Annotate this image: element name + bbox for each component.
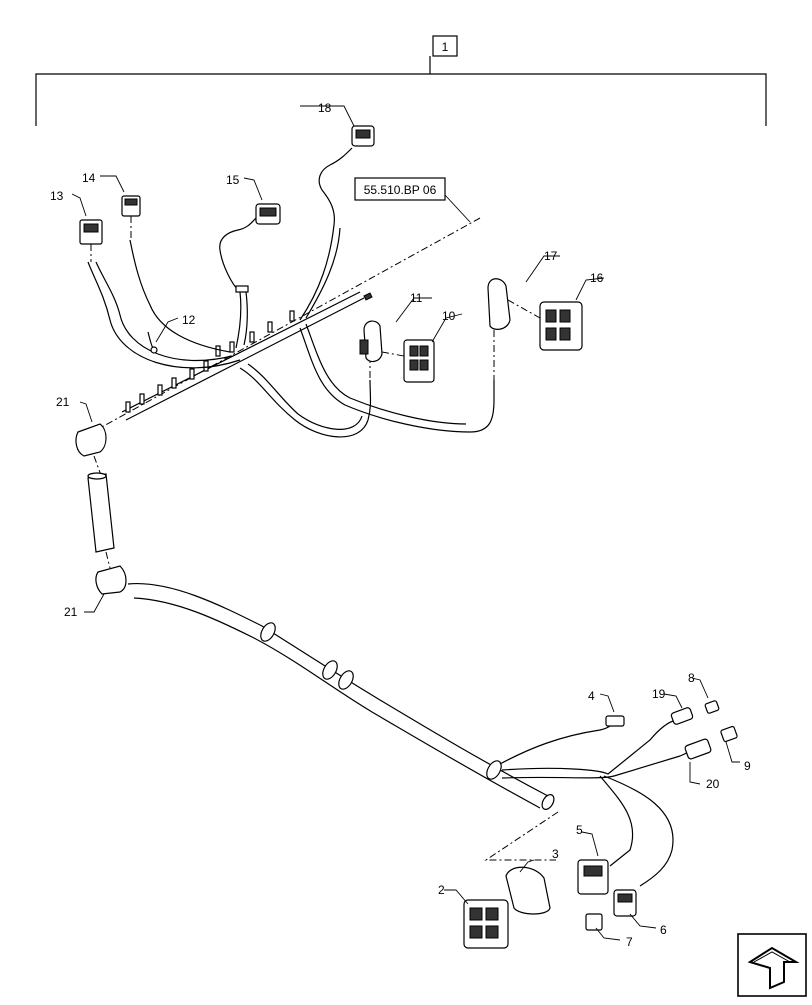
callout-18[interactable]: 18 <box>318 101 332 115</box>
assembly-bracket: 1 <box>35 35 767 126</box>
callout-2[interactable]: 2 <box>438 883 445 897</box>
leader-lines <box>71 105 740 941</box>
assembly-item-number: 1 <box>442 40 449 54</box>
callout-11[interactable]: 11 <box>410 291 423 305</box>
connector-18[interactable] <box>351 125 375 147</box>
callout-3[interactable]: 3 <box>552 847 559 861</box>
harness-stubs <box>125 310 295 413</box>
connector-19[interactable] <box>670 707 694 725</box>
connector-14[interactable] <box>121 195 141 240</box>
connector-7[interactable] <box>585 913 603 931</box>
callout-16[interactable]: 16 <box>590 271 604 285</box>
callout-21-lower[interactable]: 21 <box>64 605 78 619</box>
connector-15[interactable] <box>255 203 281 225</box>
grommet-21-upper[interactable] <box>75 423 107 457</box>
reference-link[interactable]: 55.510.BP 06 <box>354 177 471 223</box>
callout-10[interactable]: 10 <box>442 309 456 323</box>
callout-5[interactable]: 5 <box>576 823 583 837</box>
callout-15[interactable]: 15 <box>226 173 240 187</box>
upper-harness <box>87 147 495 438</box>
callout-13[interactable]: 13 <box>50 189 64 203</box>
connector-6[interactable] <box>613 889 637 917</box>
callout-8[interactable]: 8 <box>688 671 695 685</box>
connector-2[interactable] <box>463 899 509 949</box>
callout-7[interactable]: 7 <box>626 935 633 949</box>
lower-harness <box>127 582 701 887</box>
connector-16[interactable] <box>507 299 583 351</box>
connector-13[interactable] <box>79 219 103 262</box>
callout-17[interactable]: 17 <box>544 249 558 263</box>
grommet-21-lower[interactable] <box>95 565 127 595</box>
callouts: 2 3 4 5 6 7 8 9 10 11 12 13 14 15 16 17 … <box>50 101 751 949</box>
callout-4[interactable]: 4 <box>588 689 595 703</box>
connector-2-centerline <box>484 811 559 861</box>
callout-20[interactable]: 20 <box>706 777 720 791</box>
callout-21-upper[interactable]: 21 <box>56 395 70 409</box>
arrow-return-icon[interactable] <box>737 933 807 997</box>
connector-4[interactable] <box>605 715 625 727</box>
conduit-sleeve <box>87 472 115 553</box>
boot-17[interactable] <box>487 278 511 330</box>
connector-5[interactable] <box>577 859 609 895</box>
connector-10[interactable] <box>381 339 435 383</box>
connector-8[interactable] <box>704 700 720 714</box>
callout-14[interactable]: 14 <box>82 171 96 185</box>
callout-19[interactable]: 19 <box>652 687 666 701</box>
connector-11[interactable] <box>359 320 383 363</box>
boot-3[interactable] <box>505 866 551 915</box>
callout-6[interactable]: 6 <box>660 923 667 937</box>
reference-label: 55.510.BP 06 <box>364 183 437 197</box>
connector-20[interactable] <box>684 738 712 760</box>
trunk-centerline <box>99 217 481 429</box>
connector-9[interactable] <box>720 725 738 743</box>
callout-9[interactable]: 9 <box>744 759 751 773</box>
callout-12[interactable]: 12 <box>182 313 196 327</box>
